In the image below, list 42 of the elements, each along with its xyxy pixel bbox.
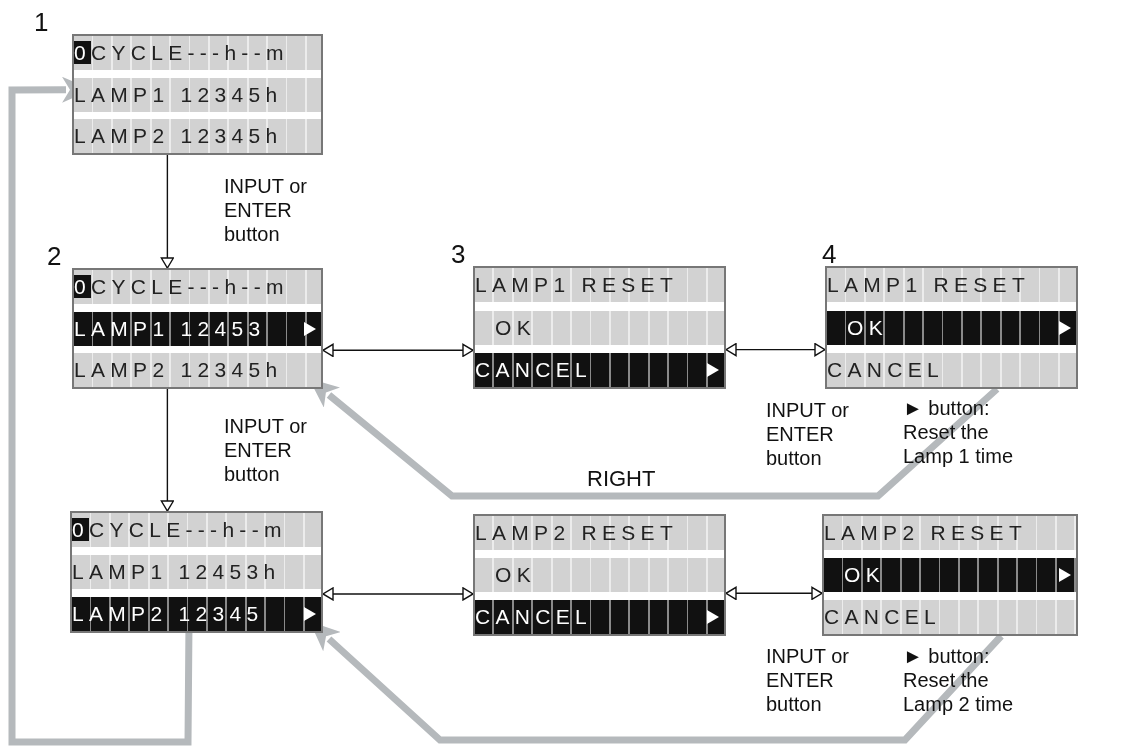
display-text: CANCEL [827, 357, 944, 383]
step-number: 4 [822, 240, 837, 268]
display-text: LAMP2 RESET [824, 520, 1027, 546]
lcd-screen [473, 514, 726, 636]
display-text: CANCEL [824, 604, 941, 630]
display-text: LAMP1 12453h [72, 559, 281, 585]
display-text: CANCEL [475, 604, 592, 630]
lcd-screen [70, 511, 323, 633]
double-arrow [322, 587, 474, 601]
display-text: OK [846, 314, 888, 341]
display-text: LAMP1 RESET [475, 272, 678, 298]
instruction-note: ► button: Reset the Lamp 2 time [903, 644, 1015, 716]
lcd-screen [822, 514, 1078, 636]
display-text: OK [843, 562, 885, 588]
double-arrow [322, 343, 474, 357]
display-text: LAMP2 12345 [72, 601, 264, 627]
flow-arrow [8, 76, 193, 746]
display-text: LAMP1 12345h [74, 81, 283, 108]
instruction-note: INPUT or ENTER button [224, 414, 308, 486]
instruction-note: INPUT or ENTER button [224, 174, 308, 246]
double-arrow [725, 342, 826, 357]
step-number: 2 [47, 242, 62, 270]
lcd-screen [72, 34, 323, 155]
step-number: 1 [34, 8, 49, 36]
display-text: LAMP1 12453 [74, 315, 266, 342]
display-text: LAMP2 12345h [74, 123, 283, 149]
display-text: OK [494, 562, 536, 588]
display-text: OK [494, 314, 536, 341]
instruction-note: ► button: Reset the Lamp 1 time [903, 396, 1015, 468]
instruction-note: INPUT or ENTER button [766, 644, 850, 716]
instruction-note: INPUT or ENTER button [766, 398, 850, 470]
display-text: CANCEL [475, 357, 592, 383]
display-text: LAMP2 RESET [475, 520, 678, 546]
lcd-screen [825, 266, 1078, 389]
display-text: LAMP1 RESET [827, 272, 1030, 298]
down-arrow [160, 388, 175, 512]
lcd-screen [473, 266, 726, 389]
step-number: 3 [451, 240, 466, 268]
double-arrow [725, 586, 823, 600]
lcd-screen [72, 268, 323, 389]
display-text: LAMP2 12345h [74, 357, 283, 383]
down-arrow [160, 154, 175, 269]
